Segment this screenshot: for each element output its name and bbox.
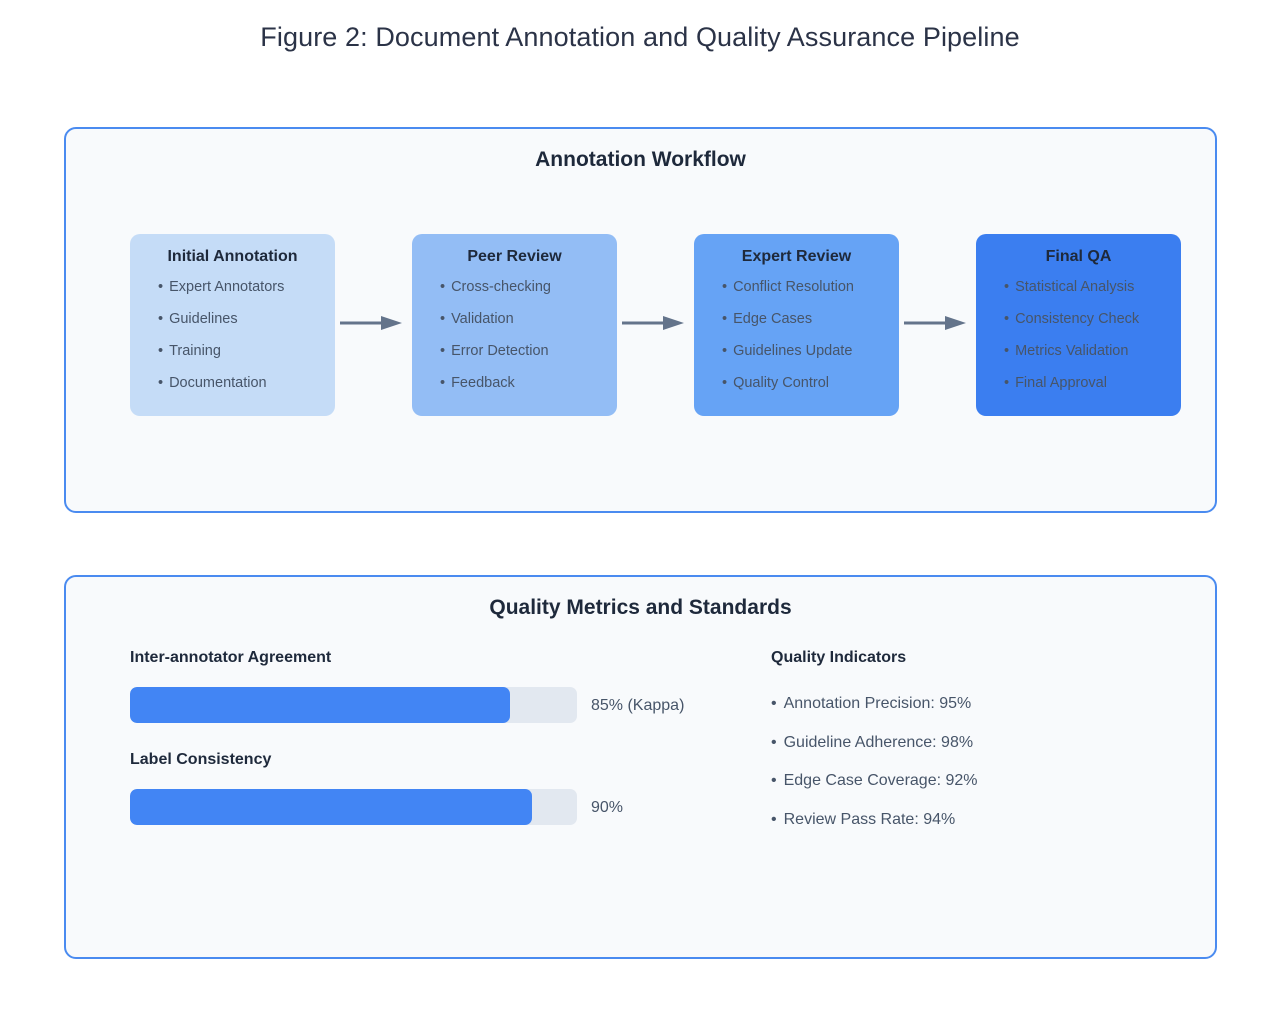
stage-list-item: Quality Control bbox=[722, 367, 889, 399]
stage-list-item: Conflict Resolution bbox=[722, 271, 889, 303]
stage-item-list: Statistical Analysis Consistency Check M… bbox=[986, 271, 1171, 399]
annotation-workflow-panel: Annotation Workflow Initial Annotation E… bbox=[64, 127, 1217, 513]
stage-list-item: Guidelines Update bbox=[722, 335, 889, 367]
progress-bar-fill bbox=[130, 789, 533, 825]
stage-item-list: Conflict Resolution Edge Cases Guideline… bbox=[704, 271, 889, 399]
quality-indicator-item: Edge Case Coverage: 92% bbox=[771, 762, 978, 801]
stage-list-item: Final Approval bbox=[1004, 367, 1171, 399]
workflow-stage-final-qa[interactable]: Final QA Statistical Analysis Consistenc… bbox=[976, 234, 1181, 416]
stage-title: Peer Review bbox=[467, 248, 562, 265]
stage-item-list: Cross-checking Validation Error Detectio… bbox=[422, 271, 607, 399]
stage-list-item: Feedback bbox=[440, 367, 607, 399]
stage-list-item: Validation bbox=[440, 303, 607, 335]
stage-list-item: Documentation bbox=[158, 367, 325, 399]
metric-value-label-consistency: 90% bbox=[591, 799, 624, 816]
workflow-stage-peer-review[interactable]: Peer Review Cross-checking Validation Er… bbox=[412, 234, 617, 416]
quality-indicators-title: Quality Indicators bbox=[771, 649, 907, 666]
workflow-stage-initial-annotation[interactable]: Initial Annotation Expert Annotators Gui… bbox=[130, 234, 335, 416]
stage-title: Final QA bbox=[1045, 248, 1112, 265]
metric-label-inter-annotator-agreement: Inter-annotator Agreement bbox=[130, 649, 332, 666]
stage-list-item: Training bbox=[158, 335, 325, 367]
page-title: Figure 2: Document Annotation and Qualit… bbox=[260, 22, 1020, 52]
stage-item-list: Expert Annotators Guidelines Training Do… bbox=[140, 271, 325, 399]
stage-list-item: Statistical Analysis bbox=[1004, 271, 1171, 303]
progress-bar-fill bbox=[130, 687, 510, 723]
quality-indicator-item: Guideline Adherence: 98% bbox=[771, 724, 978, 763]
quality-indicator-item: Review Pass Rate: 94% bbox=[771, 801, 978, 840]
stage-list-item: Cross-checking bbox=[440, 271, 607, 303]
progress-bar-label-consistency bbox=[130, 789, 577, 825]
metric-label-label-consistency: Label Consistency bbox=[130, 751, 272, 768]
stage-list-item: Edge Cases bbox=[722, 303, 889, 335]
annotation-workflow-title: Annotation Workflow bbox=[535, 148, 746, 171]
stage-list-item: Guidelines bbox=[158, 303, 325, 335]
arrow-right-icon bbox=[340, 316, 402, 330]
stage-title: Expert Review bbox=[741, 248, 852, 265]
progress-bar-inter-annotator-agreement bbox=[130, 687, 577, 723]
arrow-right-icon bbox=[904, 316, 966, 330]
stage-list-item: Consistency Check bbox=[1004, 303, 1171, 335]
arrow-right-icon bbox=[622, 316, 684, 330]
quality-metrics-title: Quality Metrics and Standards bbox=[489, 596, 792, 619]
quality-metrics-panel: Quality Metrics and Standards Inter-anno… bbox=[64, 575, 1217, 959]
stage-list-item: Error Detection bbox=[440, 335, 607, 367]
workflow-stage-expert-review[interactable]: Expert Review Conflict Resolution Edge C… bbox=[694, 234, 899, 416]
workflow-stage-row: Initial Annotation Expert Annotators Gui… bbox=[66, 234, 1215, 416]
quality-indicator-item: Annotation Precision: 95% bbox=[771, 685, 978, 724]
quality-indicators-list: Annotation Precision: 95% Guideline Adhe… bbox=[771, 685, 978, 839]
stage-title: Initial Annotation bbox=[167, 248, 298, 265]
stage-list-item: Metrics Validation bbox=[1004, 335, 1171, 367]
metric-value-inter-annotator-agreement: 85% (Kappa) bbox=[591, 697, 685, 714]
stage-list-item: Expert Annotators bbox=[158, 271, 325, 303]
